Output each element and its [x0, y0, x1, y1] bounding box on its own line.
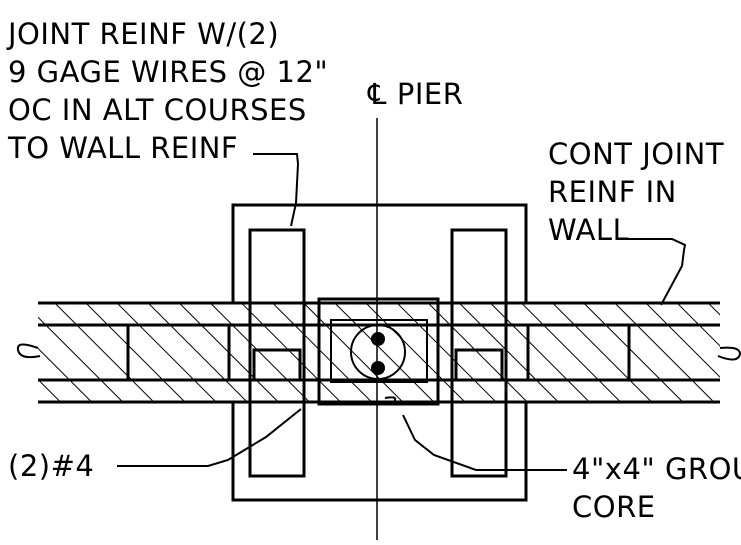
note-pier: ℄ PIER	[367, 77, 463, 111]
leader-grout	[402, 414, 567, 471]
grout-core	[317, 297, 440, 406]
cell-right-inner	[454, 348, 504, 382]
note-cont-joint: CONT JOINT REINF IN WALL	[548, 137, 734, 247]
pier-lower	[231, 400, 528, 502]
block-right	[450, 228, 508, 478]
rebar-bottom	[371, 361, 385, 375]
leader-cont-joint	[622, 238, 687, 306]
note-grout: 4"x4" GROUT CORE	[572, 452, 741, 524]
block-left	[248, 228, 306, 478]
cell-left-inner	[252, 348, 302, 382]
break-symbol-right	[717, 346, 741, 361]
note-joint-reinf: JOINT REINF W/(2) 9 GAGE WIRES @ 12" OC …	[6, 17, 338, 165]
wall-band	[38, 303, 720, 402]
grout-core-inner	[330, 319, 428, 383]
wall-cell-right	[526, 323, 631, 382]
break-symbol-left	[16, 343, 41, 359]
note-bars: (2)#4	[8, 449, 94, 483]
rebar-top	[371, 332, 385, 346]
pier-upper	[231, 203, 528, 305]
grout-core-circle	[350, 324, 406, 380]
leader-grout-tail	[384, 396, 404, 406]
leader-bars	[117, 408, 302, 467]
wall-cell-left	[126, 323, 231, 382]
leader-joint-reinf	[253, 153, 300, 227]
